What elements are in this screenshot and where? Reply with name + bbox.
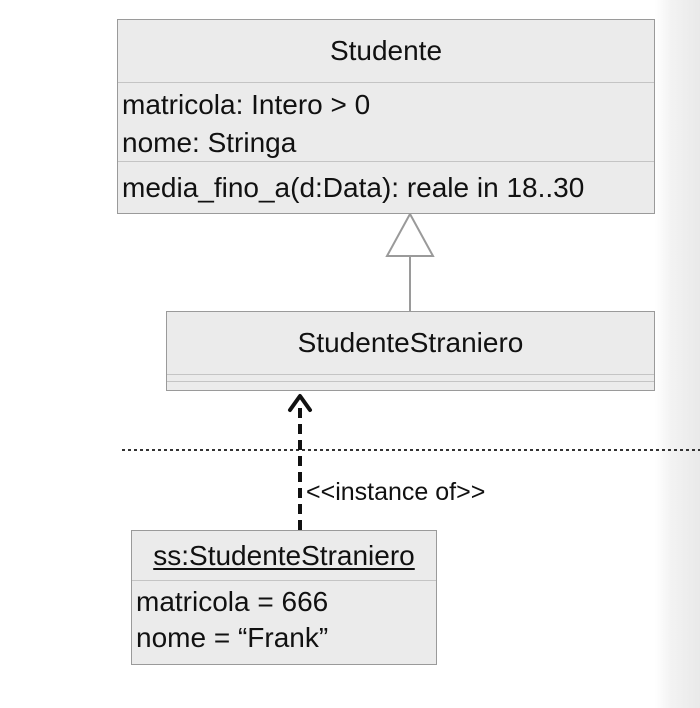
class-name: StudenteStraniero xyxy=(297,327,524,358)
class-studente[interactable]: Studente matricola: Intero > 0 nome: Str… xyxy=(117,19,655,214)
operations-compartment: media_fino_a(d:Data): reale in 18..30 xyxy=(118,161,654,213)
attributes-compartment: matricola: Intero > 0 nome: Stringa xyxy=(118,82,654,161)
instance-of-label: <<instance of>> xyxy=(306,478,486,506)
operation-media-fino-a: media_fino_a(d:Data): reale in 18..30 xyxy=(122,172,585,203)
attribute-matricola: matricola: Intero > 0 xyxy=(122,89,371,120)
object-name: ss:StudenteStraniero xyxy=(153,540,415,571)
class-name-compartment: StudenteStraniero xyxy=(167,312,654,374)
instance-of-arrowhead xyxy=(288,394,312,412)
class-name: Studente xyxy=(329,35,443,66)
page-edge-shadow xyxy=(655,0,700,708)
class-studente-straniero[interactable]: StudenteStraniero xyxy=(166,311,655,391)
class-name-compartment: Studente xyxy=(118,20,654,82)
attributes-compartment xyxy=(167,374,654,381)
attribute-nome: nome: Stringa xyxy=(122,127,297,158)
object-ss[interactable]: ss:StudenteStraniero matricola = 666 nom… xyxy=(131,530,437,665)
operations-compartment xyxy=(167,381,654,390)
generalization-arrowhead xyxy=(385,211,435,257)
object-attribute-nome: nome = “Frank” xyxy=(136,622,329,653)
object-attributes-compartment: matricola = 666 nome = “Frank” xyxy=(132,580,436,656)
object-attribute-matricola: matricola = 666 xyxy=(136,586,329,617)
object-name-compartment: ss:StudenteStraniero xyxy=(132,531,436,580)
